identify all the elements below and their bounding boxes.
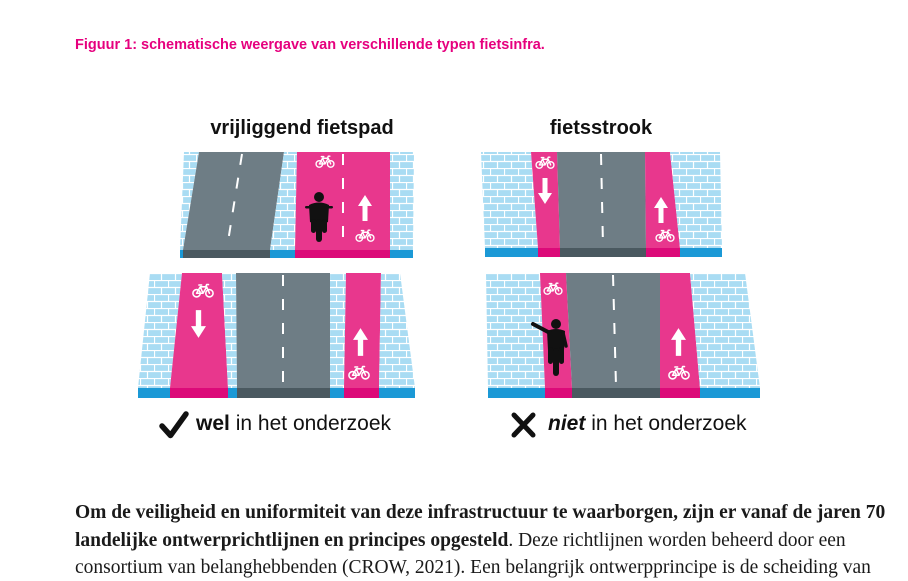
pavement	[390, 152, 414, 250]
road-edge	[237, 388, 330, 398]
bike-path-edge	[170, 388, 228, 398]
road	[557, 152, 646, 248]
road-edge	[560, 248, 646, 257]
paragraph-bold-text: Om de veiligheid en uniformiteit van dez…	[75, 502, 886, 523]
road-edge	[183, 250, 270, 258]
cyclist-icon	[305, 192, 333, 242]
figure-caption: Figuur 1: schematische weergave van vers…	[75, 37, 545, 53]
bike-lane-edge	[538, 248, 560, 257]
road-center-line	[226, 153, 243, 249]
separator-strip-edge	[270, 250, 295, 258]
road-center-line	[612, 274, 617, 387]
pavement	[180, 152, 199, 250]
paragraph-regular-text: consortium van belanghebbenden (CROW, 20…	[75, 557, 871, 578]
separator-strip	[330, 273, 346, 388]
bike-path-edge	[295, 250, 390, 258]
diagram-vrijliggend-fietspad-both-sides	[138, 273, 415, 398]
paragraph-line-3: consortium van belanghebbenden (CROW, 20…	[75, 554, 885, 581]
bike-lane-edge	[545, 388, 572, 398]
pavement-edge	[390, 250, 413, 258]
column-heading-fietsstrook: fietsstrook	[549, 117, 653, 139]
separator-strip-edge	[228, 388, 237, 398]
paragraph-line-1: Om de veiligheid en uniformiteit van dez…	[75, 499, 885, 527]
paragraph-regular-text: . Deze richtlijnen worden beheerd door e…	[508, 529, 846, 551]
body-paragraph: Om de veiligheid en uniformiteit van dez…	[75, 499, 885, 581]
cross-icon	[511, 412, 536, 438]
road-center-line	[600, 153, 604, 247]
pavement	[481, 152, 538, 248]
paragraph-bold-text: landelijke ontwerprichtlijnen en princip…	[75, 529, 509, 551]
bike-lane-edge	[660, 388, 700, 398]
paragraph-line-2: landelijke ontwerprichtlijnen en princip…	[75, 527, 885, 555]
verdict-keyword: niet	[548, 412, 586, 435]
road-edge	[572, 388, 660, 398]
column-heading-vrijliggend-fietspad: vrijliggend fietspad	[210, 117, 394, 139]
pavement	[486, 273, 545, 388]
verdict-text: in het onderzoek	[591, 412, 747, 435]
pavement	[670, 152, 722, 248]
pavement-edge	[485, 248, 538, 257]
pavement	[138, 273, 182, 388]
separator-strip	[270, 152, 297, 250]
road	[183, 152, 284, 250]
pavement	[690, 273, 760, 388]
pavement-edge	[180, 250, 183, 258]
pavement-edge	[700, 388, 760, 398]
cyclist-arm-out-icon	[531, 319, 568, 376]
bike-path	[344, 273, 381, 388]
bike-path-edge	[344, 388, 379, 398]
road	[566, 273, 660, 388]
separator-strip	[222, 273, 237, 388]
verdict-text: in het onderzoek	[235, 412, 392, 435]
separator-strip-edge	[330, 388, 344, 398]
pavement	[379, 273, 415, 388]
diagram-fietsstrook	[481, 152, 722, 257]
pavement-edge	[138, 388, 170, 398]
bike-lane-edge	[646, 248, 680, 257]
verdict-keyword: wel	[196, 412, 230, 435]
pavement-edge	[379, 388, 415, 398]
checkmark-icon	[159, 411, 189, 439]
pavement-edge	[488, 388, 545, 398]
diagram-vrijliggend-fietspad-two-way	[180, 152, 414, 258]
pavement-edge	[680, 248, 722, 257]
diagram-fietsstrook-with-cyclist	[486, 273, 760, 398]
